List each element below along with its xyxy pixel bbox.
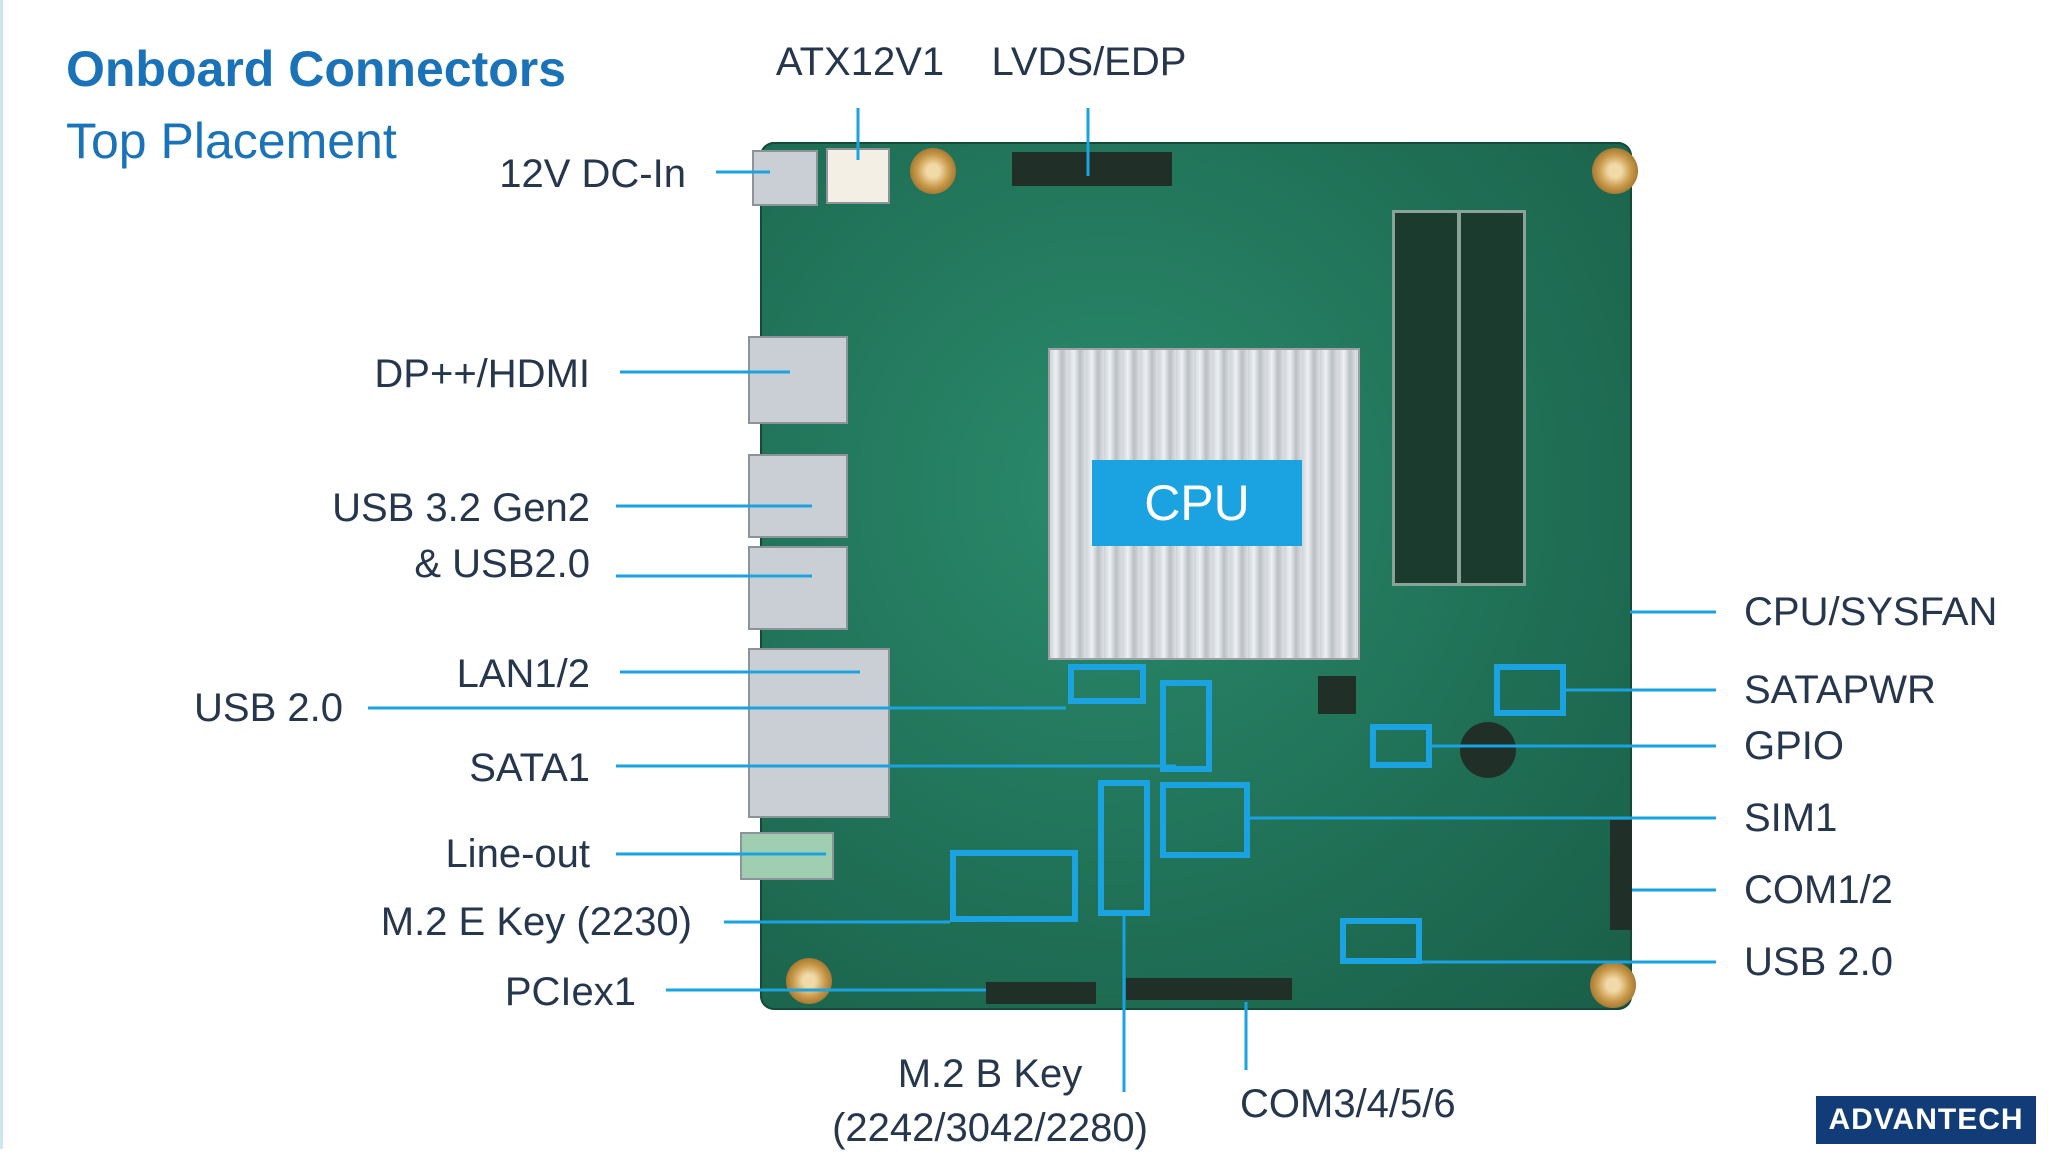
mount-hole — [1590, 962, 1636, 1008]
sata-highlight — [1160, 680, 1212, 772]
mount-hole — [1592, 148, 1638, 194]
lvds-connector — [1012, 152, 1172, 186]
label-m2-e-key: M.2 E Key (2230) — [380, 900, 692, 944]
label-dp-hdmi: DP++/HDMI — [374, 352, 590, 396]
buzzer — [1460, 722, 1516, 778]
usb20-right-highlight — [1340, 918, 1422, 964]
label-sata1: SATA1 — [469, 746, 590, 790]
dp-hdmi-port — [748, 336, 848, 424]
usb-port-1 — [748, 454, 848, 538]
label-line-out: Line-out — [445, 832, 590, 876]
label-12v-dc-in: 12V DC-In — [499, 152, 686, 196]
pcie-slot — [986, 982, 1096, 1004]
label-usb32-gen2: USB 3.2 Gen2 — [332, 486, 590, 530]
usb20-header-highlight — [1068, 664, 1146, 704]
page-subtitle: Top Placement — [66, 113, 397, 169]
label-usb20-combo: & USB2.0 — [414, 542, 590, 586]
satapwr-highlight — [1494, 664, 1566, 716]
mount-hole — [910, 148, 956, 194]
gpio-highlight — [1370, 724, 1432, 768]
com12-header — [1610, 820, 1632, 930]
com3456-header — [1126, 978, 1292, 1000]
line-out-jack — [740, 832, 834, 880]
usb-port-2 — [748, 546, 848, 630]
cpu-label: CPU — [1092, 460, 1302, 546]
advantech-logo: ADVANTECH — [1816, 1096, 2036, 1144]
sim-highlight — [1160, 782, 1250, 858]
label-m2-b-key-sizes: (2242/3042/2280) — [832, 1106, 1148, 1150]
page-title: Onboard Connectors — [66, 41, 567, 97]
label-cpu-sysfan: CPU/SYSFAN — [1744, 590, 1998, 634]
label-atx12v1: ATX12V1 — [775, 40, 945, 84]
label-satapwr: SATAPWR — [1744, 668, 1936, 712]
ram-slot-2 — [1458, 210, 1526, 586]
label-m2-b-key: M.2 B Key — [897, 1052, 1083, 1096]
label-lvds-edp: LVDS/EDP — [991, 40, 1187, 84]
m2e-highlight — [950, 850, 1078, 922]
label-com12: COM1/2 — [1744, 868, 1893, 912]
label-lan: LAN1/2 — [456, 652, 590, 696]
label-usb20-right: USB 2.0 — [1744, 940, 1893, 984]
lan-port — [748, 648, 890, 818]
label-gpio: GPIO — [1744, 724, 1845, 768]
dc-in-jack — [752, 150, 818, 206]
mount-hole — [786, 958, 832, 1004]
m2b-highlight — [1098, 780, 1150, 916]
chip — [1318, 676, 1356, 714]
label-usb20-left: USB 2.0 — [194, 686, 343, 730]
label-com3456: COM3/4/5/6 — [1240, 1082, 1456, 1126]
label-sim1: SIM1 — [1744, 796, 1838, 840]
label-pciex1: PCIex1 — [504, 970, 636, 1014]
